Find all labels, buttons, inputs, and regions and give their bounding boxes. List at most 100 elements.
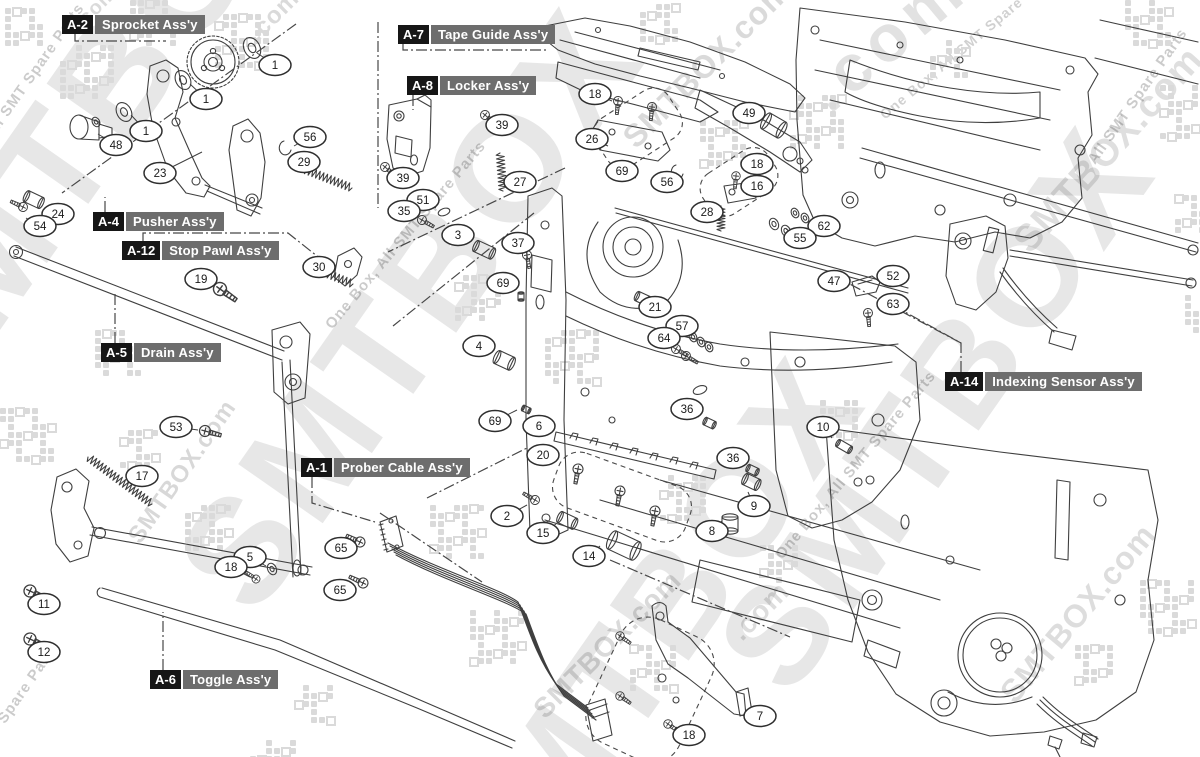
watermark-mosaic (1174, 194, 1200, 233)
assembly-code: A-5 (101, 343, 132, 362)
callout-number: 49 (743, 108, 756, 120)
prober-cable-assembly (378, 515, 613, 742)
part-callout-23: 23 (143, 161, 177, 185)
part-callout-69: 69 (478, 409, 512, 433)
watermark-mosaic (5, 7, 43, 46)
callout-number: 48 (110, 140, 123, 152)
washer (115, 101, 133, 123)
watermark-mosaic (699, 119, 749, 169)
part-callout-1: 1 (189, 87, 223, 111)
callout-number: 2 (504, 511, 510, 523)
label-leader (142, 232, 323, 261)
part-callout-48: 48 (99, 133, 133, 157)
watermark-mosaic (1074, 644, 1113, 686)
callout-number: 26 (586, 134, 599, 146)
callout-bubble (129, 119, 163, 143)
callout-number: 62 (818, 221, 831, 233)
callout-number: 64 (658, 333, 671, 345)
callout-number: 16 (751, 181, 764, 193)
callout-bubble (690, 200, 724, 224)
washer (696, 336, 706, 348)
part-callout-11: 11 (27, 592, 61, 616)
callout-number: 69 (616, 166, 629, 178)
callout-number: 69 (497, 278, 510, 290)
pin (492, 349, 516, 371)
callout-number: 35 (398, 206, 411, 218)
callout-number: 69 (489, 416, 502, 428)
callout-bubble (783, 226, 817, 250)
callout-number: 36 (681, 404, 694, 416)
callout-number: 15 (537, 528, 550, 540)
part-callout-39: 39 (485, 113, 519, 137)
clip-part52 (851, 275, 881, 297)
callout-number: 56 (661, 177, 674, 189)
hub-boss (586, 216, 683, 309)
pin (835, 438, 854, 455)
part-callout-18: 18 (214, 555, 248, 579)
part-callout-20: 20 (526, 443, 560, 467)
callout-number: 52 (887, 271, 900, 283)
callout-number: 19 (195, 274, 208, 286)
callout-bubble (27, 592, 61, 616)
callout-number: 53 (170, 422, 183, 434)
sensor-connector (1048, 329, 1077, 351)
callout-number: 10 (817, 422, 830, 434)
ribbon-cable (387, 542, 597, 721)
pin (520, 404, 532, 415)
watermark-mosaic (659, 475, 706, 524)
assembly-name: Indexing Sensor Ass'y (985, 372, 1142, 391)
callout-number: 1 (272, 60, 278, 72)
callout-number: 9 (751, 501, 757, 513)
guide-blade (614, 207, 909, 294)
part-callout-53: 53 (159, 415, 193, 439)
callout-bubble (806, 415, 840, 439)
part-callout-3: 3 (441, 223, 475, 247)
clip-part56 (278, 140, 292, 156)
callout-bubble (526, 443, 560, 467)
watermark-mosaic (119, 429, 161, 471)
part-callout-27: 27 (503, 170, 537, 194)
part-callout-15: 15 (526, 521, 560, 545)
part-callout-62: 62 (807, 214, 841, 238)
callout-bubble (159, 415, 193, 439)
callout-number: 65 (335, 543, 348, 555)
callout-bubble (125, 464, 159, 488)
callout-bubble (462, 334, 496, 358)
watermark-mosaic (469, 610, 527, 667)
watermark-mosaic (640, 3, 681, 45)
label-leader (402, 44, 548, 51)
pin (745, 463, 760, 477)
part-callout-7: 7 (743, 704, 777, 728)
screw (615, 691, 632, 705)
callout-bubble (732, 101, 766, 125)
screw (572, 463, 584, 485)
part-callout-37: 37 (501, 231, 535, 255)
callout-bubble (876, 264, 910, 288)
part-callout-2: 2 (490, 504, 524, 528)
pin (741, 472, 762, 491)
part-callout-18: 18 (578, 82, 612, 106)
callout-number: 11 (38, 599, 50, 611)
assembly-code: A-12 (122, 241, 161, 260)
callout-number: 7 (757, 711, 763, 723)
screw (198, 424, 222, 438)
watermark-mosaic (429, 504, 487, 559)
callout-number: 47 (828, 276, 841, 288)
watermark-mosaic (1159, 85, 1200, 142)
part-callout-39: 39 (386, 166, 420, 190)
callout-number: 56 (304, 132, 317, 144)
long-rod (859, 147, 1199, 253)
callout-bubble (695, 519, 729, 543)
washer (91, 116, 101, 128)
callout-bubble (501, 231, 535, 255)
feeder-main-body (525, 187, 981, 643)
part-callout-28: 28 (690, 200, 724, 224)
screw (647, 102, 657, 122)
part-callout-10: 10 (806, 415, 840, 439)
watermark-text: SMTBOX.com (993, 517, 1163, 710)
assembly-code: A-2 (62, 15, 93, 34)
